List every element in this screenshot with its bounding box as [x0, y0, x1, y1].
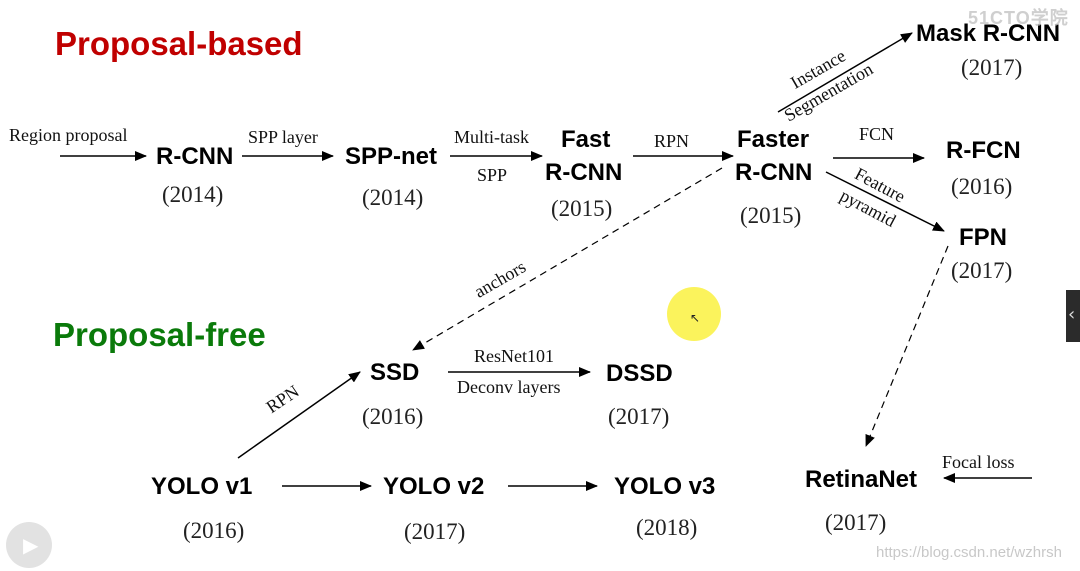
year-rcnn: (2014) [162, 182, 224, 207]
edge-label-resnet101: ResNet101 [474, 346, 554, 366]
play-icon: ▶ [23, 533, 39, 557]
edge-label-multi-task: Multi-task [454, 127, 529, 147]
edge-label-region-proposal: Region proposal [9, 125, 128, 145]
node-rcnn: R-CNN [156, 143, 234, 170]
node-fpn: FPN [959, 224, 1007, 251]
year-yolo-v3: (2018) [636, 515, 698, 540]
node-fast-rcnn-line1: Fast [561, 126, 611, 153]
year-faster-rcnn: (2015) [740, 203, 802, 228]
year-mask-rcnn: (2017) [961, 55, 1023, 80]
year-ssd: (2016) [362, 404, 424, 429]
year-sppnet: (2014) [362, 185, 424, 210]
arrow-faster-to-fpn [825, 171, 945, 232]
arrow-fpn-to-retinanet [865, 245, 949, 447]
node-fast-rcnn-line2: R-CNN [545, 159, 623, 186]
year-rfcn: (2016) [951, 174, 1013, 199]
edge-label-spp: SPP [477, 165, 508, 185]
edge-label-focal-loss: Focal loss [942, 452, 1015, 472]
node-yolo-v2: YOLO v2 [383, 473, 485, 500]
year-fast-rcnn: (2015) [551, 196, 613, 221]
year-dssd: (2017) [608, 404, 670, 429]
node-yolo-v1: YOLO v1 [151, 473, 253, 500]
section-title-proposal-based: Proposal-based [55, 25, 303, 62]
chevron-left-icon: ‹ [1068, 304, 1076, 325]
node-rfcn: R-FCN [946, 137, 1021, 164]
section-title-proposal-free: Proposal-free [53, 316, 266, 353]
arrow-yolo1-to-ssd [237, 371, 361, 459]
watermark-bottom: https://blog.csdn.net/wzhrsh [876, 544, 1062, 561]
edge-label-deconv-layers: Deconv layers [457, 377, 561, 397]
node-dssd: DSSD [606, 360, 673, 387]
node-faster-rcnn-line2: R-CNN [735, 159, 813, 186]
year-yolo-v1: (2016) [183, 518, 245, 543]
node-yolo-v3: YOLO v3 [614, 473, 716, 500]
node-mask-rcnn: Mask R-CNN [916, 20, 1061, 47]
cursor-highlight [667, 287, 721, 341]
edge-label-fcn: FCN [859, 124, 895, 144]
play-button[interactable]: ▶ [6, 522, 52, 568]
year-yolo-v2: (2017) [404, 519, 466, 544]
arrow-faster-to-mask [777, 32, 913, 113]
mouse-pointer-icon: ↖ [690, 311, 701, 325]
node-sppnet: SPP-net [345, 143, 438, 170]
node-retinanet: RetinaNet [805, 466, 918, 493]
year-retinanet: (2017) [825, 510, 887, 535]
node-ssd: SSD [370, 359, 420, 386]
edge-label-spp-layer: SPP layer [248, 127, 318, 147]
year-fpn: (2017) [951, 258, 1013, 283]
side-panel-toggle[interactable]: ‹ [1066, 290, 1080, 342]
edge-label-rpn-top: RPN [654, 131, 690, 151]
watermark-top: 51CTO学院 [968, 8, 1069, 28]
node-faster-rcnn-line1: Faster [737, 126, 810, 153]
